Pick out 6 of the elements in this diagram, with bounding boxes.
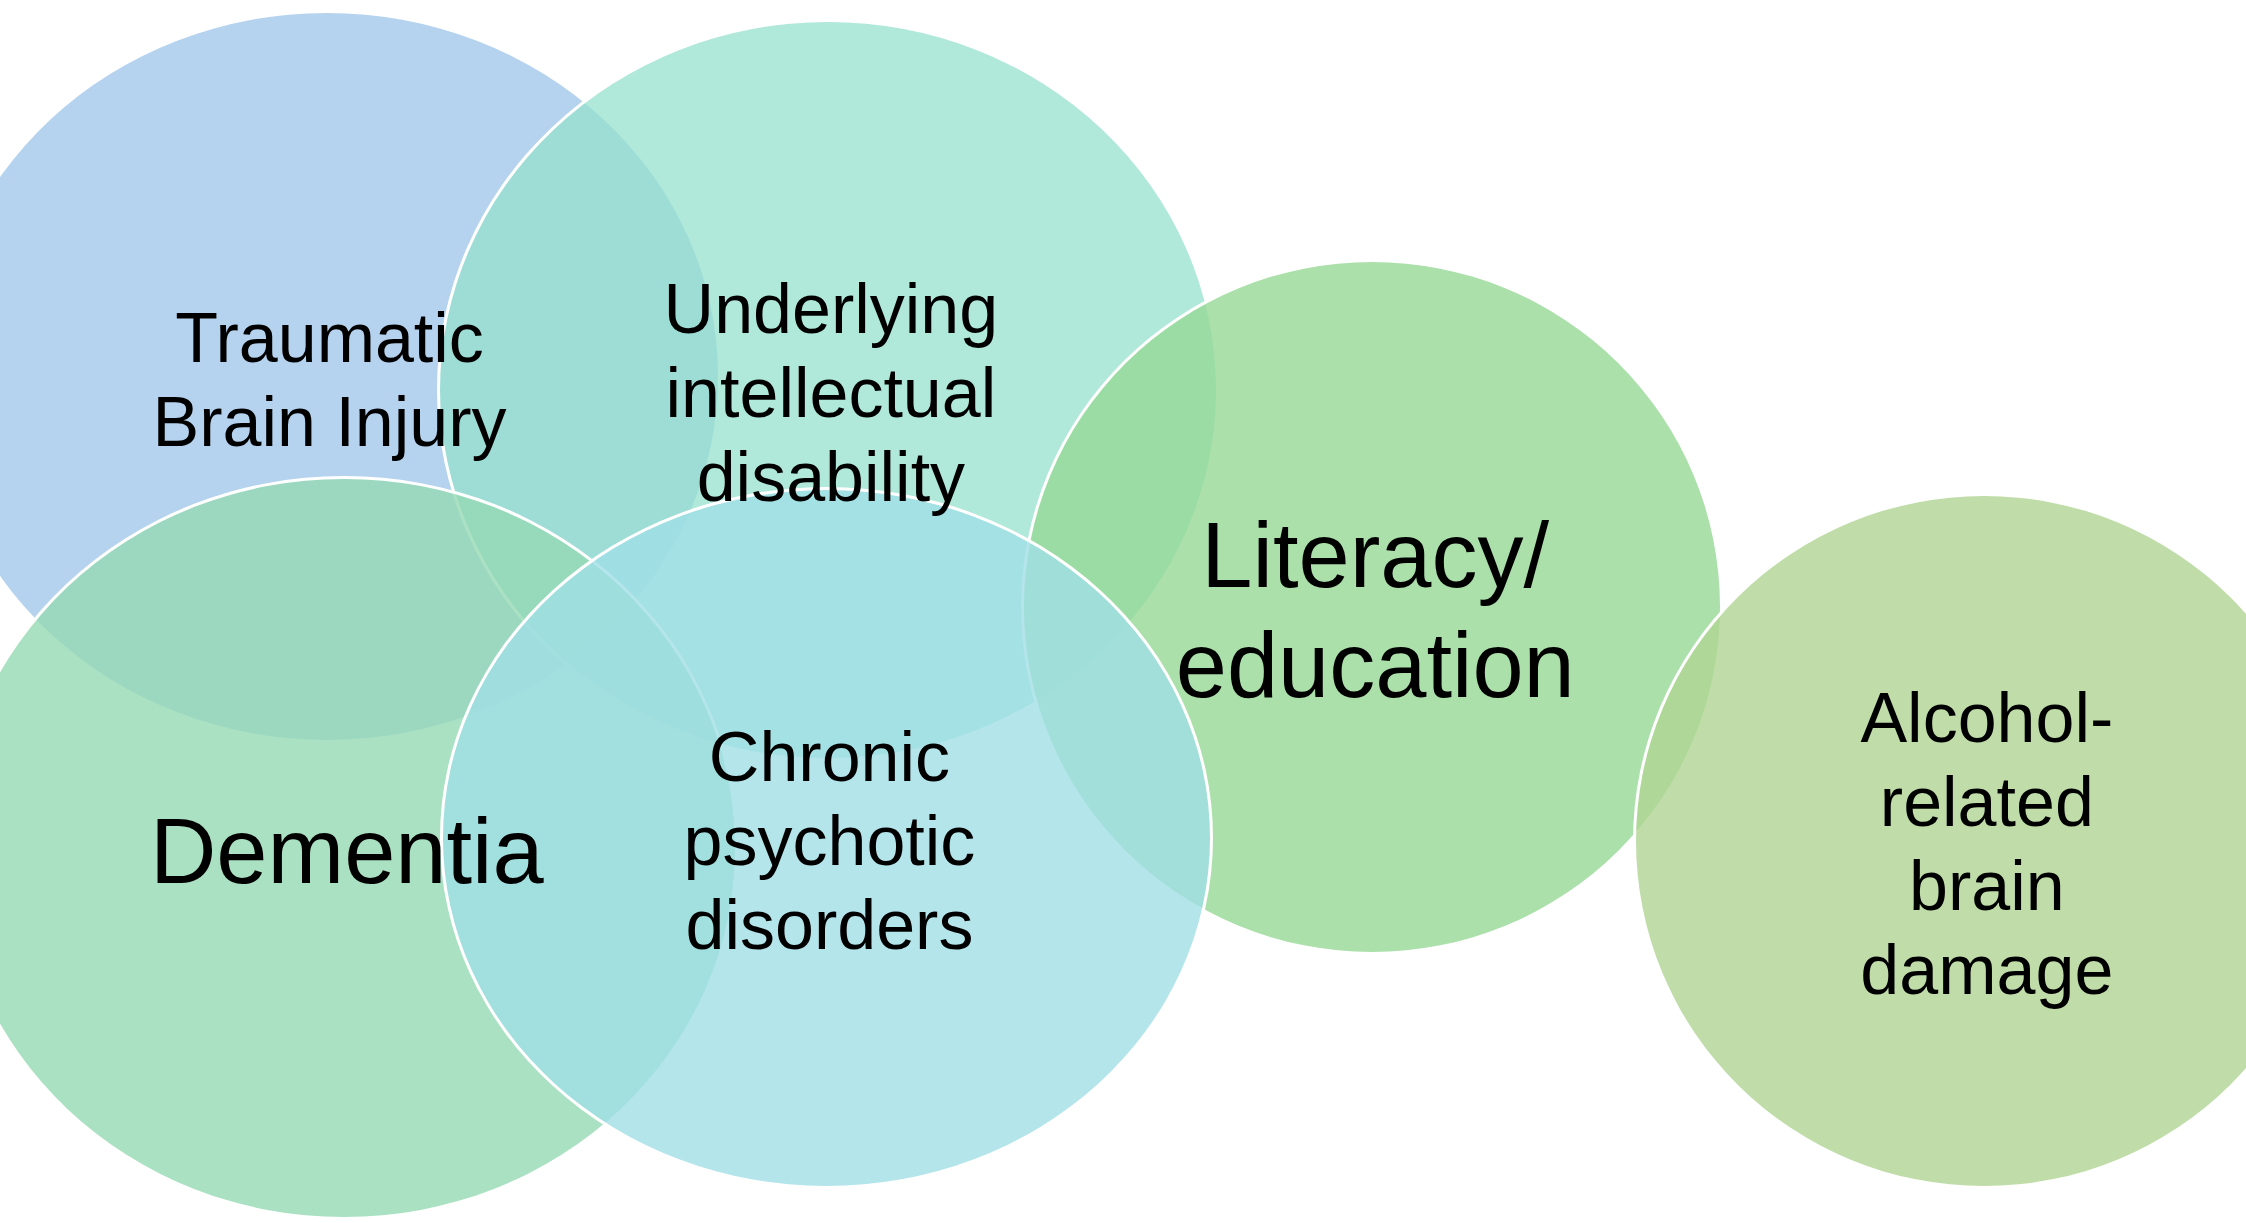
circle-label: Chronic psychotic disorders [682,716,977,966]
circle-label: Traumatic Brain Injury [151,297,508,463]
circle-label: Underlying intellectual disability [662,268,1000,518]
circle-label: Literacy/ education [1174,502,1576,719]
circle-label: Dementia [148,798,545,904]
circle-label: Alcohol-related brain damage [1859,677,2115,1011]
